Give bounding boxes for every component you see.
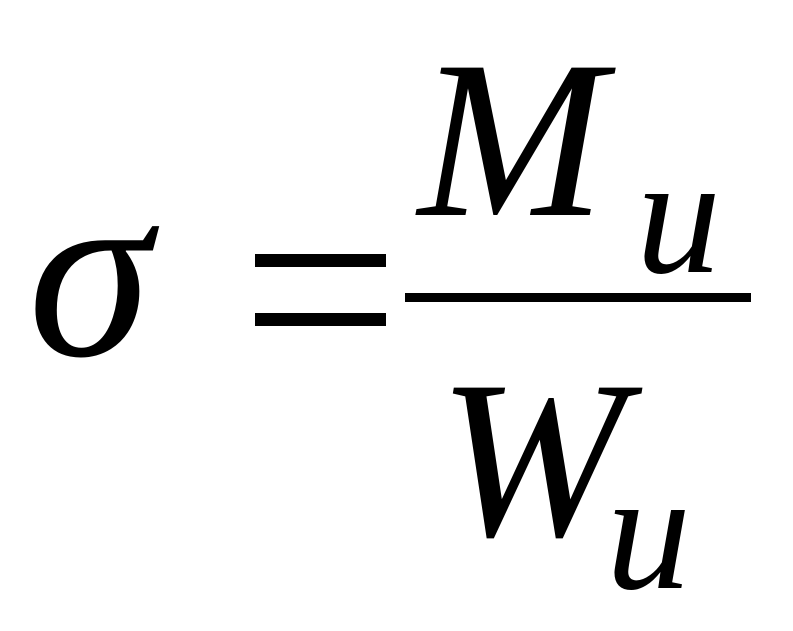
fraction-bar (405, 293, 751, 302)
equals-bar-bottom (255, 313, 386, 326)
denominator-subscript: u (606, 437, 691, 625)
numerator-base: M (415, 14, 616, 264)
sigma-symbol: σ (28, 133, 160, 410)
denominator-base: W (438, 334, 643, 584)
equals-sign: = (0, 0, 386, 326)
equals-bar-top (255, 254, 386, 267)
equals-text: = (0, 0, 1, 1)
numerator-subscript: u (636, 121, 721, 309)
